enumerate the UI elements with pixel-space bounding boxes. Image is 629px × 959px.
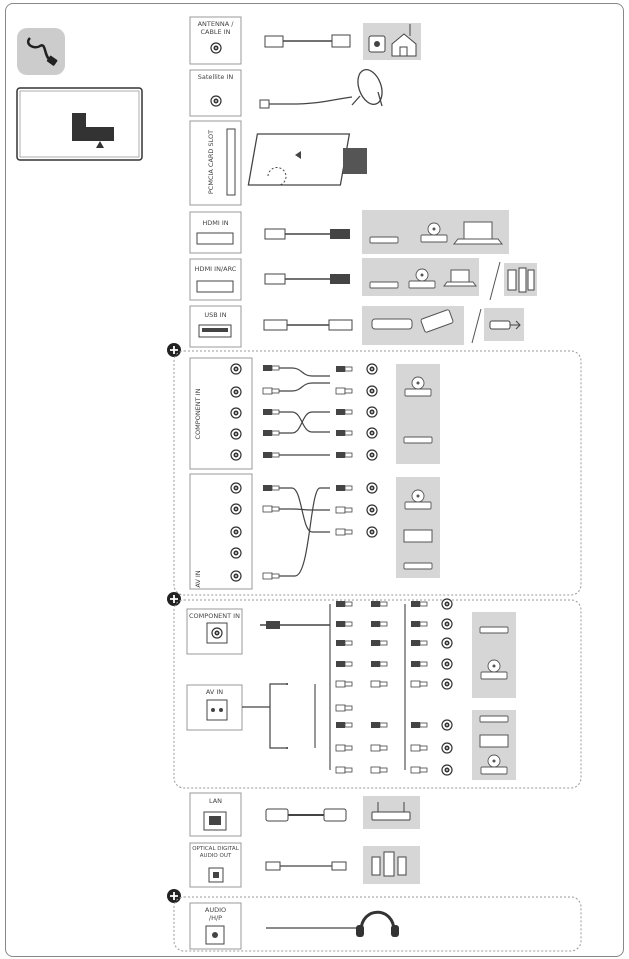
laptop-icon: [452, 221, 504, 245]
plus-icon: [167, 343, 181, 357]
av-in-vertical-label: AV IN: [194, 570, 202, 588]
tv-icon: [16, 87, 143, 161]
component-in-label: COMPONENT IN: [189, 612, 240, 620]
antenna-label: ANTENNA / CABLE IN: [197, 20, 234, 36]
satellite-label: Satellite IN: [197, 73, 234, 81]
plus-icon: [167, 889, 181, 903]
satellite-dish-icon: [351, 69, 383, 107]
house-icon: [368, 24, 417, 57]
plus-icon: [167, 592, 181, 606]
av-in-label: AV IN: [205, 688, 224, 696]
usb-label: USB IN: [204, 311, 227, 319]
ci-card-icon: [247, 133, 367, 186]
usb-drive-icon: [489, 320, 521, 330]
router-icon: [371, 802, 411, 821]
component-in-vertical-label: COMPONENT IN: [194, 388, 202, 440]
pcmcia-label: PCMCIA CARD SLOT: [207, 129, 215, 195]
lan-label: LAN: [208, 797, 223, 805]
diagram-frame: [5, 3, 624, 957]
cable-icon: [17, 28, 65, 75]
speaker-icon: [507, 267, 535, 293]
hdmi-label: HDMI IN: [202, 219, 229, 227]
hdmi-arc-label: HDMI IN/ARC: [194, 265, 237, 273]
optical-label: OPTICAL DIGITAL AUDIO OUT: [192, 846, 239, 859]
audio-hp-label: AUDIO /H/P: [204, 906, 227, 922]
headphones-icon: [356, 910, 399, 937]
